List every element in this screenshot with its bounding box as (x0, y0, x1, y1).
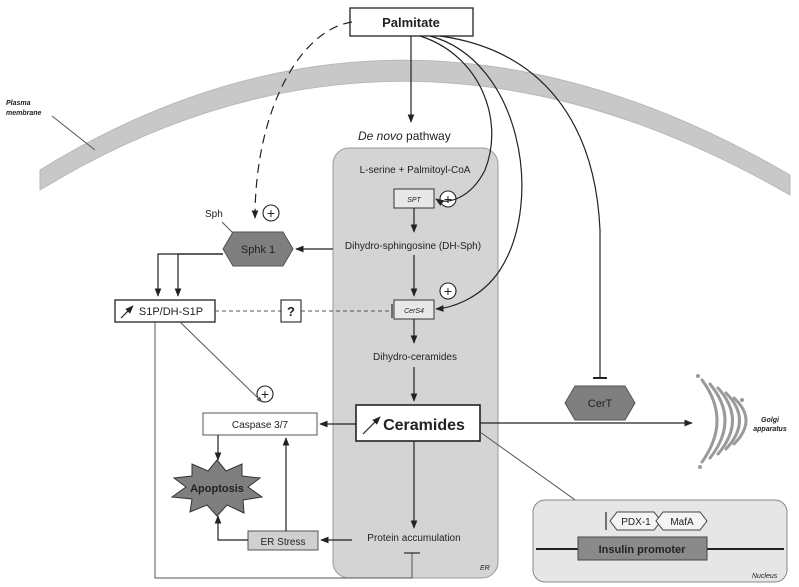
cers4-label: CerS4 (404, 308, 424, 315)
er-compartment (332, 147, 499, 579)
s1p-to-caspase-arrow (179, 321, 263, 403)
s1p-inhibits-protein-line (154, 322, 413, 579)
mafa-label: MafA (670, 517, 694, 528)
plasma-membrane-label-2: membrane (6, 110, 42, 117)
spt-plus-icon: + (439, 190, 457, 208)
de-novo-pathway-label: De novo pathway (358, 129, 451, 143)
protein-accumulation-label: Protein accumulation (367, 533, 460, 544)
palmitate-to-cers4-arrow (429, 35, 523, 312)
golgi-label-2: apparatus (753, 426, 787, 433)
cert-label: CerT (588, 398, 613, 410)
sphk1-to-s1p-arrow-1 (154, 253, 223, 297)
palmitate-to-spt-arrow (419, 35, 493, 206)
dhsph-label: Dihydro-sphingosine (DH-Sph) (345, 241, 481, 252)
nucleus-label: Nucleus (752, 573, 778, 580)
s1p-increase-arrow (120, 305, 134, 319)
plasma-membrane (39, 59, 791, 196)
sphk1-label: Sphk 1 (241, 244, 275, 256)
question-mark: ? (287, 304, 295, 319)
er-stress-label: ER Stress (260, 537, 305, 548)
caspase-box (202, 412, 318, 436)
palmitate-label: Palmitate (382, 15, 440, 30)
sph-pointer (221, 221, 235, 235)
palmitate-to-sphk1-dashed-arrow (251, 21, 353, 219)
plasma-membrane-pointer (51, 115, 96, 151)
palmitate-inhibits-cert (439, 35, 608, 380)
plasma-membrane-label: Plasma (6, 100, 31, 107)
golgi-apparatus-icon (696, 374, 748, 469)
dihydroceramides-label: Dihydro-ceramides (373, 352, 457, 363)
apoptosis-label: Apoptosis (190, 483, 244, 495)
s1p-label: S1P/DH-S1P (139, 306, 203, 318)
pdx1-label: PDX-1 (621, 517, 651, 528)
golgi-label: Golgi (761, 417, 780, 424)
sph-label: Sph (205, 209, 223, 220)
svg-text:+: + (261, 386, 269, 402)
insulin-promoter-label: Insulin promoter (599, 544, 687, 556)
erstress-to-apoptosis-arrow (214, 515, 248, 541)
serine-palmitoylcoa-label: L-serine + Palmitoyl-CoA (360, 165, 471, 176)
cers4-plus-icon: + (439, 282, 457, 300)
caspase-label: Caspase 3/7 (232, 420, 289, 431)
sphk1-hexagon (222, 231, 294, 267)
insulin-promoter-box (577, 536, 708, 561)
er-label: ER (480, 565, 490, 572)
svg-text:+: + (444, 283, 452, 299)
sphk1-to-s1p-arrow-2 (174, 253, 223, 297)
sphk1-plus-icon: + (262, 204, 280, 222)
spt-label: SPT (407, 197, 421, 204)
palmitate-box (349, 7, 474, 37)
pdx1-hexagon (609, 511, 662, 531)
svg-text:+: + (444, 191, 452, 207)
ceramides-increase-arrow (362, 416, 381, 435)
cert-hexagon (564, 385, 636, 421)
ceramides-label: Ceramides (383, 417, 465, 434)
svg-text:+: + (267, 205, 275, 221)
mafa-hexagon (655, 511, 708, 531)
